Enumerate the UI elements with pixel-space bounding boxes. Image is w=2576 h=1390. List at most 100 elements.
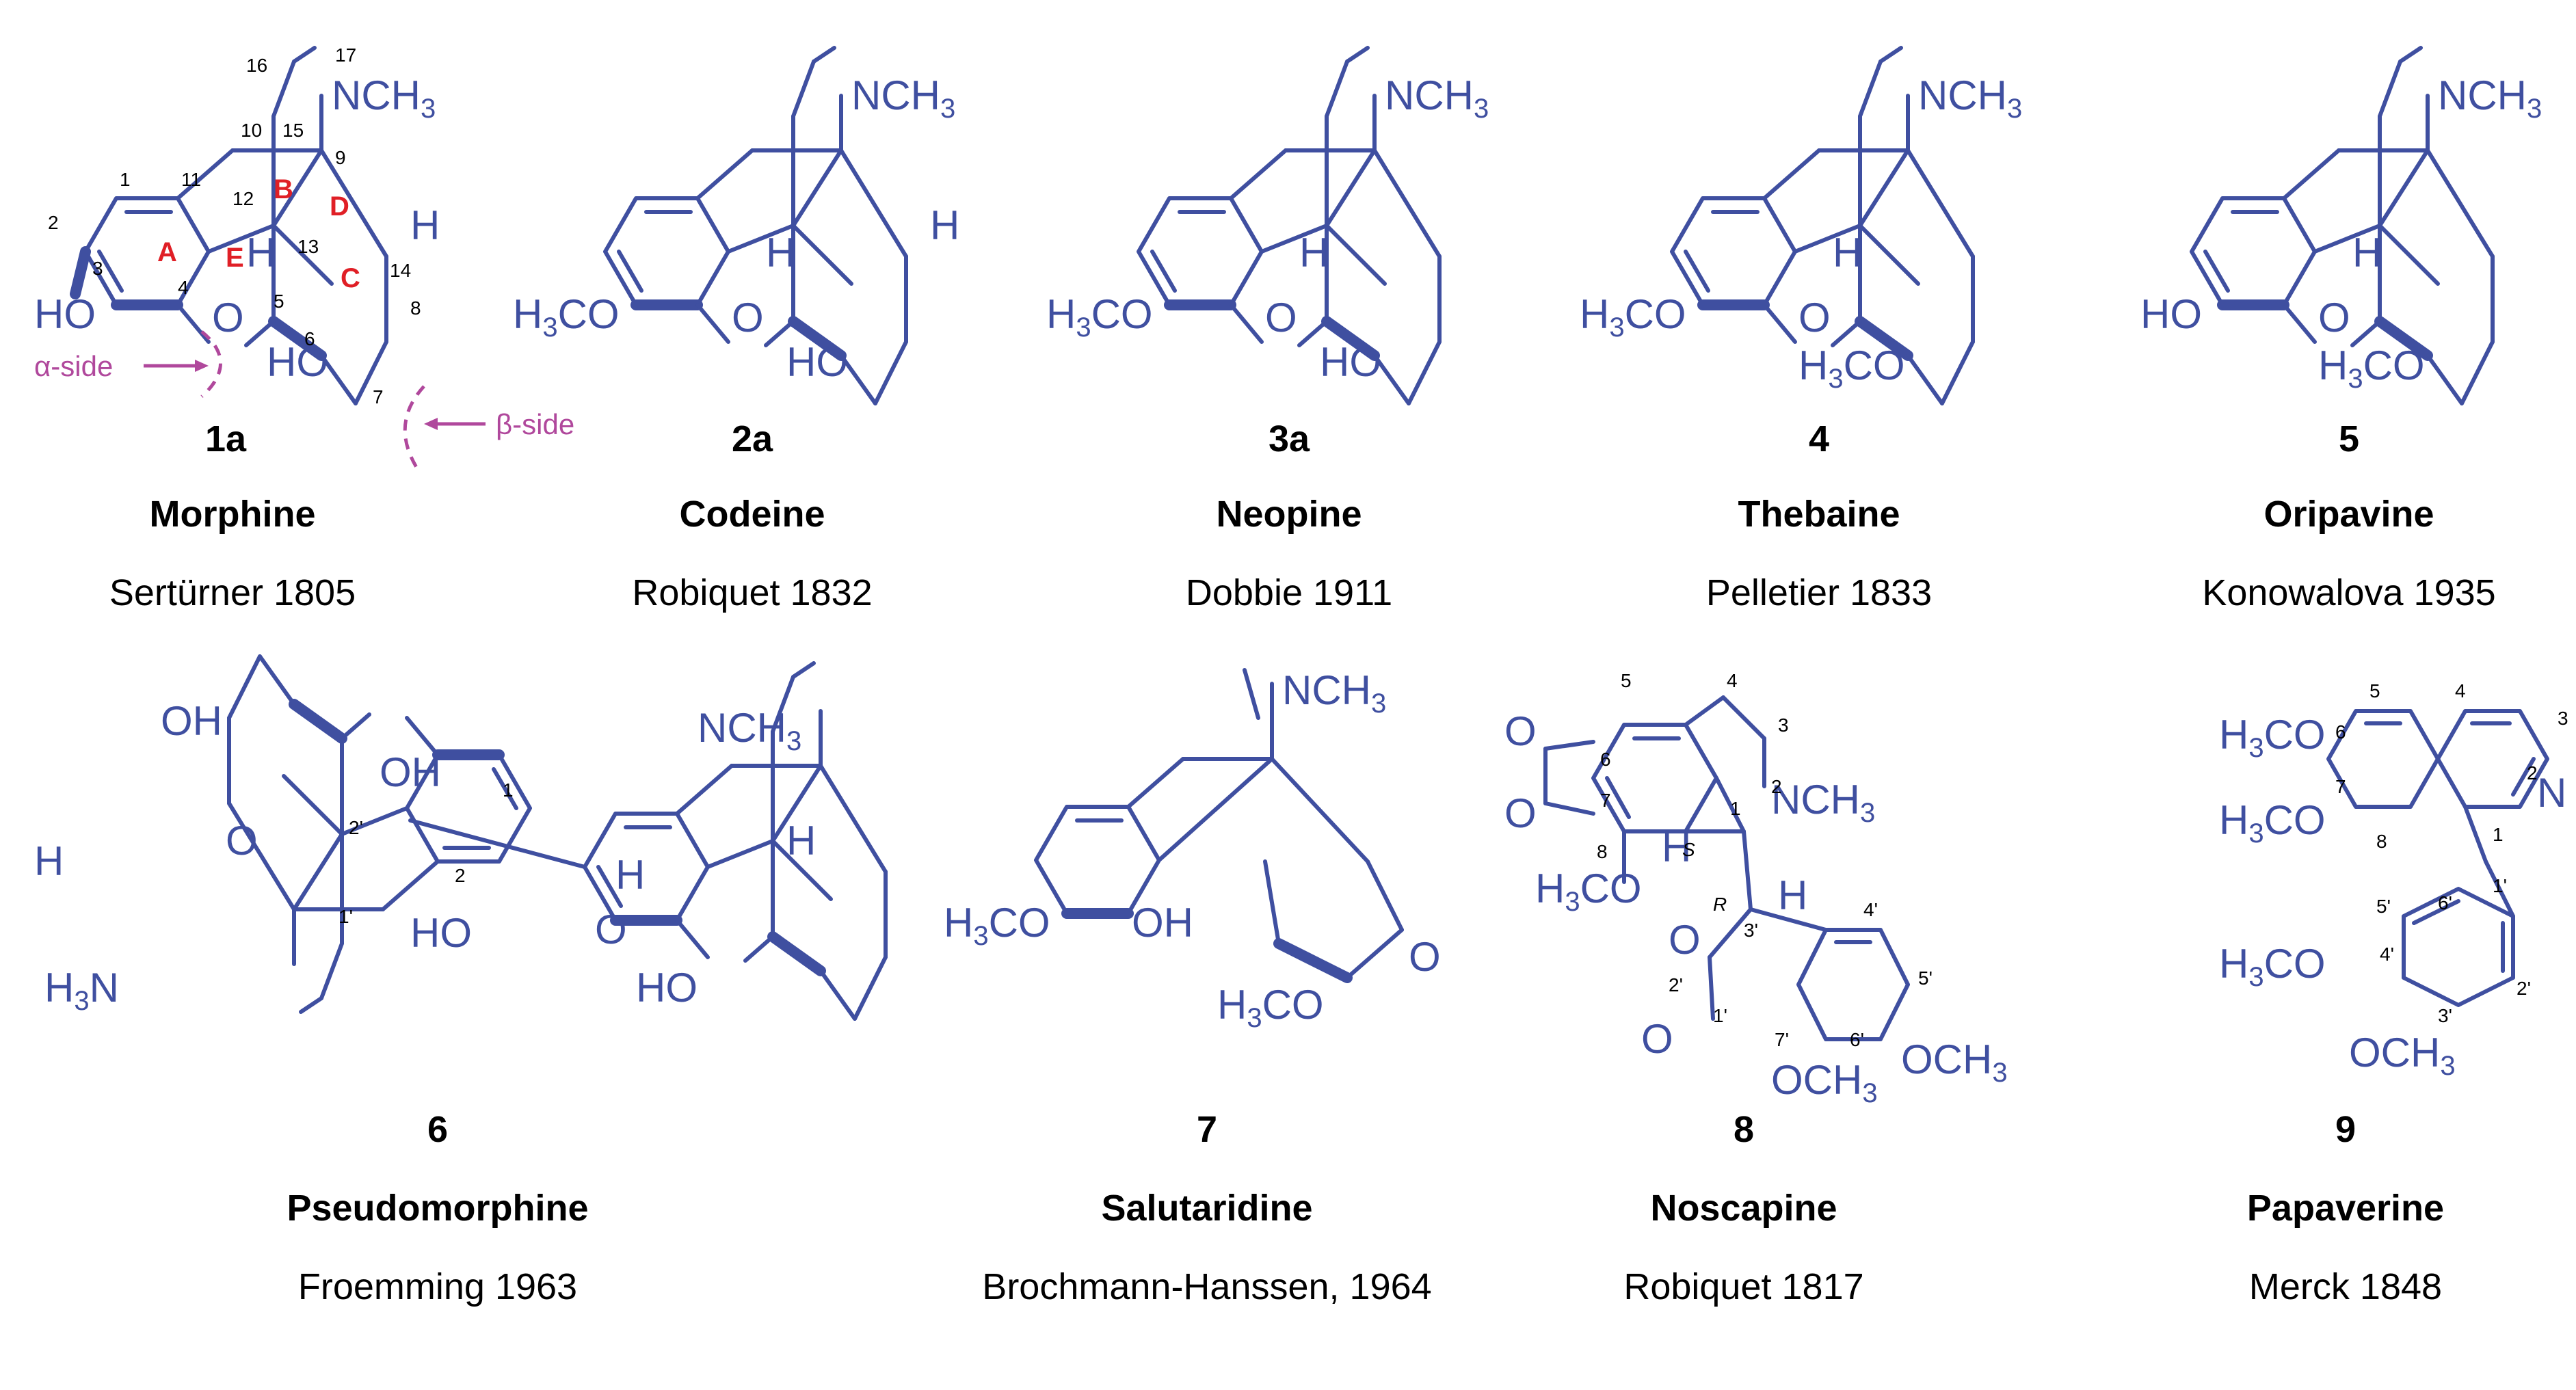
compound-id-4: 4 — [1809, 418, 1829, 459]
ho-6-label: HO — [786, 339, 848, 385]
n-methyl-label: NCH3 — [851, 72, 955, 124]
oh-left-label: OH — [161, 698, 222, 744]
atom-13: 13 — [297, 236, 319, 257]
h-5-right-label: H — [615, 852, 645, 898]
compound-thebaine: NCH3 H H3CO O H3CO — [1580, 48, 2022, 403]
h14-label: H — [410, 202, 440, 248]
ether-o-left-label: O — [226, 818, 258, 864]
atom-7: 7 — [1600, 790, 1611, 811]
ring-label-e: E — [226, 243, 244, 273]
atom-2: 2 — [2527, 762, 2538, 784]
atom-6prime: 6' — [2438, 892, 2452, 913]
ether-o-label: O — [2318, 295, 2350, 340]
methoxy-8-label: H3CO — [1535, 866, 1642, 917]
atom-3: 3 — [1778, 714, 1789, 736]
ring-label-d: D — [330, 191, 349, 222]
n-methyl-label: NCH3 — [2438, 72, 2542, 124]
ring-n-label: N — [2537, 770, 2566, 816]
atom-1: 1 — [1730, 798, 1741, 819]
methoxy-6-label: H3CO — [1798, 343, 1905, 394]
compound-id-7: 7 — [1197, 1109, 1217, 1150]
methoxy-3-label: H3CO — [1580, 291, 1686, 343]
methoxy-4prime-label: H3CO — [2219, 941, 2326, 992]
ether-o-label: O — [1798, 295, 1831, 340]
discovery-morphine: Sertürner 1805 — [109, 572, 356, 613]
h5-label: H — [1299, 230, 1329, 276]
discovery-papaverine: Merck 1848 — [2249, 1266, 2442, 1307]
discovery-neopine: Dobbie 1911 — [1186, 572, 1392, 613]
ketone-o-label: O — [1409, 934, 1441, 980]
lactone-o-label: O — [1669, 917, 1701, 963]
atom-4: 4 — [178, 277, 189, 298]
ether-o-label: O — [732, 295, 764, 340]
stereo-s: S — [1682, 839, 1695, 860]
methoxy-7-label: H3CO — [2219, 797, 2326, 848]
n-methyl-label: NCH3 — [1771, 777, 1875, 828]
methoxy-label: H3CO — [1046, 291, 1153, 343]
compound-id-6: 6 — [427, 1109, 448, 1150]
methoxy-label: H3CO — [513, 291, 620, 343]
compound-neopine: NCH3 H H3CO O HO — [1046, 48, 1489, 403]
methoxy-6prime-label: OCH3 — [1901, 1037, 2008, 1088]
ring-label-b: B — [274, 174, 293, 204]
h-left-label: H — [34, 838, 64, 884]
methoxy-left-label: H3CO — [944, 900, 1050, 951]
atom-5: 5 — [2369, 680, 2380, 701]
compound-name-morphine: Morphine — [150, 494, 316, 535]
compound-name-thebaine: Thebaine — [1738, 494, 1900, 535]
atom-3: 3 — [2558, 708, 2568, 729]
atom-15: 15 — [282, 120, 304, 141]
methoxy-6-label: H3CO — [2219, 712, 2326, 763]
atom-1prime: 1' — [1713, 1005, 1727, 1026]
methoxy-3prime-label: OCH3 — [2349, 1030, 2456, 1081]
ether-o-right-label: O — [595, 907, 627, 952]
compound-id-3a: 3a — [1269, 418, 1310, 459]
atom-1: 1 — [503, 779, 514, 801]
discovery-oripavine: Konowalova 1935 — [2202, 572, 2495, 613]
discovery-thebaine: Pelletier 1833 — [1706, 572, 1932, 613]
atom-5prime: 5' — [1918, 967, 1933, 989]
oh-2prime-label: OH — [380, 749, 441, 795]
compound-id-8: 8 — [1734, 1109, 1754, 1150]
ho-3-label: HO — [2140, 291, 2202, 337]
atom-2prime: 2' — [2517, 978, 2531, 999]
discovery-noscapine: Robiquet 1817 — [1623, 1266, 1863, 1307]
atom-14: 14 — [390, 260, 411, 281]
ether-o-label: O — [212, 295, 244, 340]
atom-2: 2 — [1771, 776, 1782, 797]
compound-codeine: NCH3 H H H3CO O HO — [513, 48, 959, 403]
h3cn-label: H3N — [44, 965, 119, 1016]
atom-9: 9 — [335, 147, 346, 168]
atom-7: 7 — [2335, 776, 2346, 797]
atom-7prime: 7' — [1775, 1029, 1789, 1050]
atom-5: 5 — [274, 291, 284, 312]
h5-label: H — [1833, 230, 1862, 276]
ho-3-label: HO — [34, 291, 96, 337]
atom-1prime: 1' — [2493, 875, 2507, 896]
n-methyl-label: NCH3 — [1282, 667, 1386, 719]
compound-name-neopine: Neopine — [1216, 494, 1362, 535]
discovery-codeine: Robiquet 1832 — [632, 572, 872, 613]
compound-oripavine: NCH3 H HO O H3CO — [2140, 48, 2542, 403]
beta-side-label: β-side — [496, 408, 574, 440]
discovery-pseudomorphine: Froemming 1963 — [298, 1266, 577, 1307]
atom-3: 3 — [92, 258, 103, 279]
compound-id-5: 5 — [2339, 418, 2359, 459]
ring-label-a: A — [157, 237, 177, 267]
ether-o-label: O — [1265, 295, 1297, 340]
atom-6: 6 — [2335, 721, 2346, 743]
atom-11: 11 — [181, 169, 201, 190]
compound-morphine: NCH3 H H HO O HO A B C D E 1 2 3 4 5 6 7… — [34, 44, 574, 470]
h-right-label: H — [786, 818, 816, 864]
atom-1prime: 1' — [338, 906, 353, 927]
oh-label: OH — [1132, 900, 1193, 946]
compound-pseudomorphine: OH O OH H H3N NCH3 H H HO O HO 1 2 1' 2' — [34, 656, 886, 1019]
atom-6prime: 6' — [1850, 1029, 1864, 1050]
alpha-side-label: α-side — [34, 350, 113, 382]
atom-2: 2 — [455, 865, 466, 886]
methoxy-6-label: H3CO — [2318, 343, 2425, 394]
compound-salutaridine: NCH3 H3CO OH H3CO O — [944, 667, 1441, 1033]
atom-1: 1 — [120, 169, 131, 190]
atom-5: 5 — [1621, 670, 1632, 691]
ho-2-label: HO — [410, 910, 472, 956]
